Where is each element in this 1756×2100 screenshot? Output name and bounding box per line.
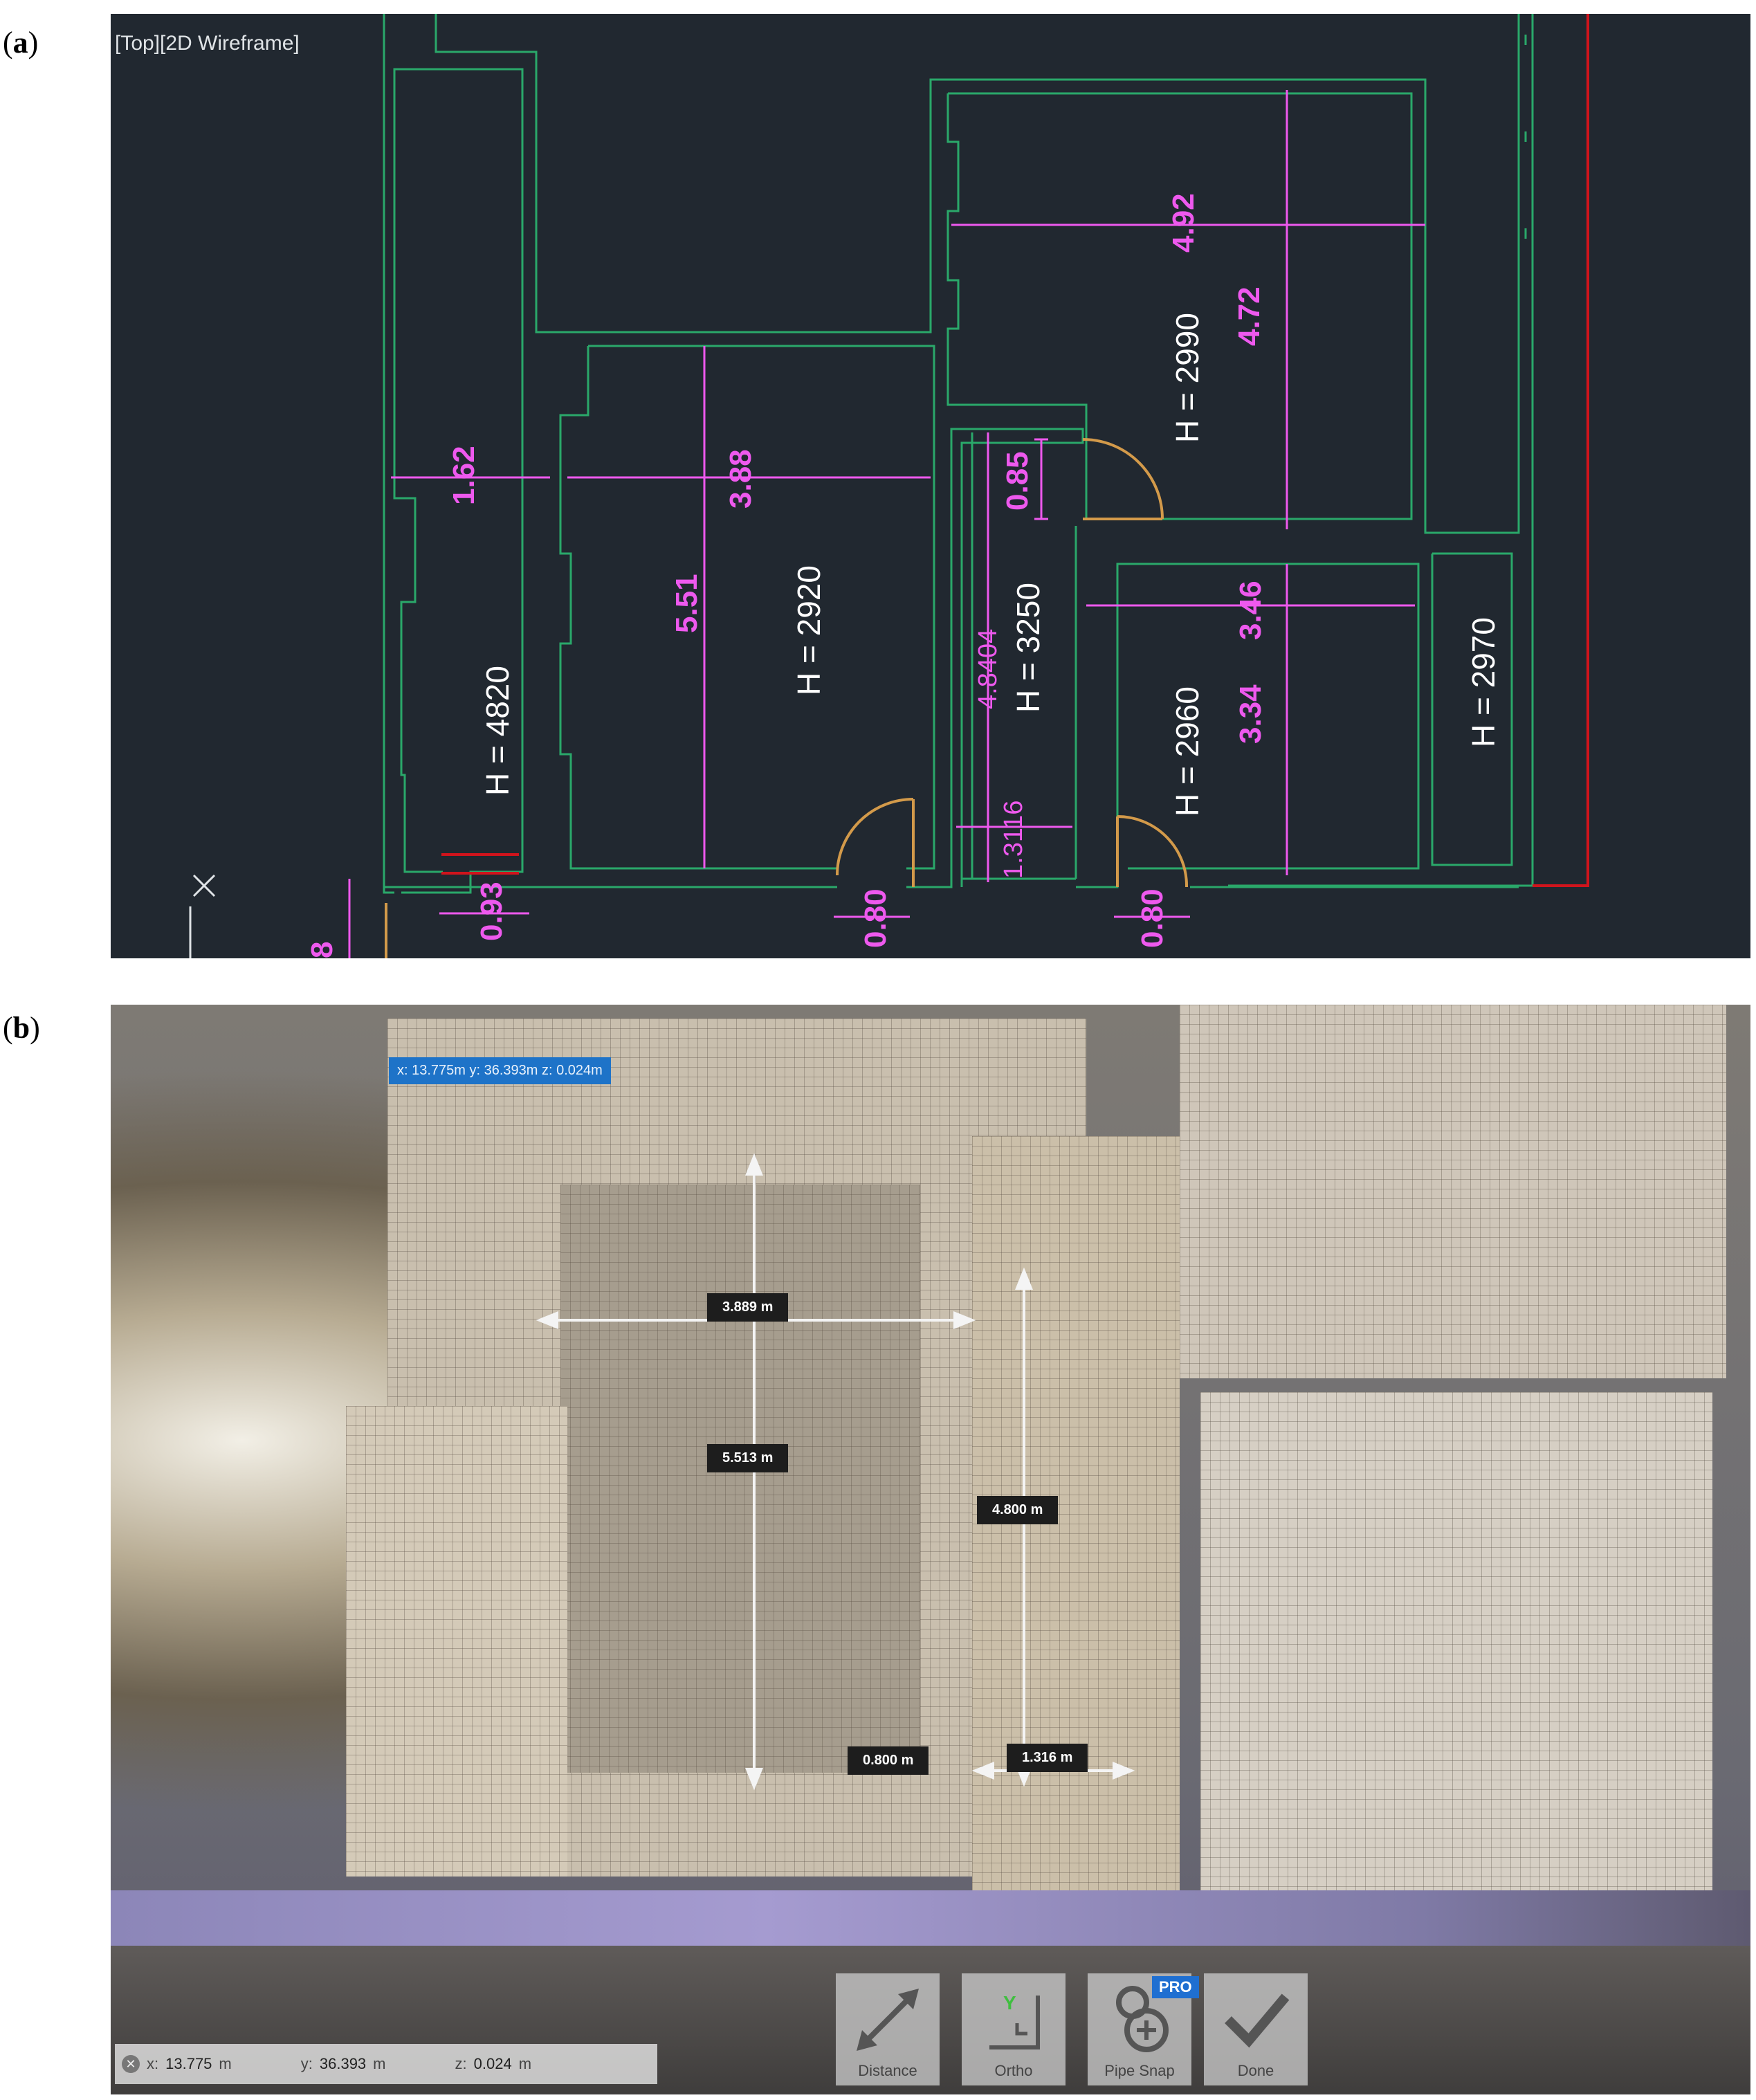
dim-text: 1.3116 [999,801,1028,879]
check-icon [1225,1993,1290,2048]
ortho-tool-button[interactable]: Y Ortho [962,1973,1066,2085]
dim-text: 4.92 [1167,193,1200,253]
measurement-label-corridor[interactable]: 4.800 m [977,1496,1059,1524]
dim-text: 5.51 [670,574,704,633]
room-scan-bottom-left [346,1406,567,1877]
x-label: x: [147,2055,159,2072]
dim-text: 0.93 [475,882,509,941]
y-unit: m [373,2055,386,2072]
measurement-overlay [536,1153,1135,1791]
measurement-label-length[interactable]: 5.513 m [707,1444,789,1472]
distance-tool-label: Distance [858,2062,917,2079]
door-arc [1082,438,1164,520]
room-height-label: H = 3250 [1010,583,1046,713]
dim-text: 3.34 [1234,684,1268,744]
wall [946,92,1413,520]
z-value: 0.024 [473,2055,512,2072]
dim-text: 3.46 [1234,581,1268,640]
y-value: 36.393 [319,2055,367,2072]
dim-text: 1.62 [447,446,481,505]
pipe-snap-icon [1116,1986,1169,2052]
room-height-label: H = 2960 [1169,686,1205,816]
dim-text: 8 [305,942,339,958]
done-label: Done [1237,2062,1274,2079]
diagonal-arrow-icon [857,1989,919,2051]
dim-text: 4.72 [1232,286,1266,346]
room-scan-lower-right [1200,1392,1712,1960]
panel-label-b: (b) [3,1011,40,1045]
y-label: y: [300,2055,313,2072]
dim-text: 3.88 [724,449,758,509]
room-scan-upper-right [1180,1005,1726,1378]
dim-text: 0.80 [859,888,893,948]
viewport-title[interactable]: [Top][2D Wireframe] [115,32,300,55]
measurement-label-door[interactable]: 0.800 m [848,1746,929,1775]
coordinate-status-bar: ✕ x: 13.775 m y: 36.393 m z: 0.024 m [115,2044,657,2084]
pro-badge: PRO [1152,1976,1199,1998]
dim-text: 4.8404 [973,629,1003,709]
room-height-label: H = 2990 [1169,313,1205,443]
wall [906,428,1084,888]
room-scan-floor [560,1185,920,1773]
wall [1228,14,1534,887]
measurement-label-width[interactable]: 3.889 m [707,1293,789,1322]
panel-label-a: (a) [3,26,39,60]
z-label: z: [455,2055,467,2072]
boundary-line [1533,14,1589,887]
room-height-label: H = 2920 [791,565,827,695]
pointcloud-viewport[interactable]: x: 13.775m y: 36.393m z: 0.024m 3.889 m … [111,1005,1750,2094]
dim-text: 0.85 [1000,451,1034,511]
ortho-axis-icon: Y [989,1992,1040,2049]
pipe-snap-tool-label: Pipe Snap [1104,2062,1175,2079]
coordinate-tooltip: x: 13.775m y: 36.393m z: 0.024m [389,1057,611,1084]
measurement-label-corridor-width[interactable]: 1.316 m [1007,1744,1088,1772]
distance-tool-button[interactable]: Distance [836,1973,940,2085]
wall [383,14,394,894]
floor-plan-drawing: 1.62 3.88 4.92 4.72 0.85 3.46 3.34 5.51 … [189,14,1589,958]
room-scan-corridor [972,1136,1180,2022]
door-arc [1117,815,1189,888]
wall [588,345,935,870]
door-arc [836,798,914,876]
wall [559,346,837,870]
axis-letter: Y [1003,1992,1016,2014]
ortho-tool-label: Ortho [994,2062,1033,2079]
x-value: 13.775 [165,2055,212,2072]
wall [435,14,1520,534]
cad-viewport[interactable]: [Top][2D Wireframe] [111,14,1750,958]
done-button[interactable]: Done [1204,1973,1308,2085]
z-unit: m [518,2055,532,2072]
x-unit: m [219,2055,232,2072]
room-height-label: H = 4820 [479,666,515,796]
close-icon[interactable]: ✕ [122,2055,140,2073]
room-height-label: H = 2970 [1465,617,1501,747]
wall [1431,552,1513,866]
ucs-icon [189,874,216,958]
dim-text: 0.80 [1135,888,1169,948]
wall [1076,563,1420,888]
